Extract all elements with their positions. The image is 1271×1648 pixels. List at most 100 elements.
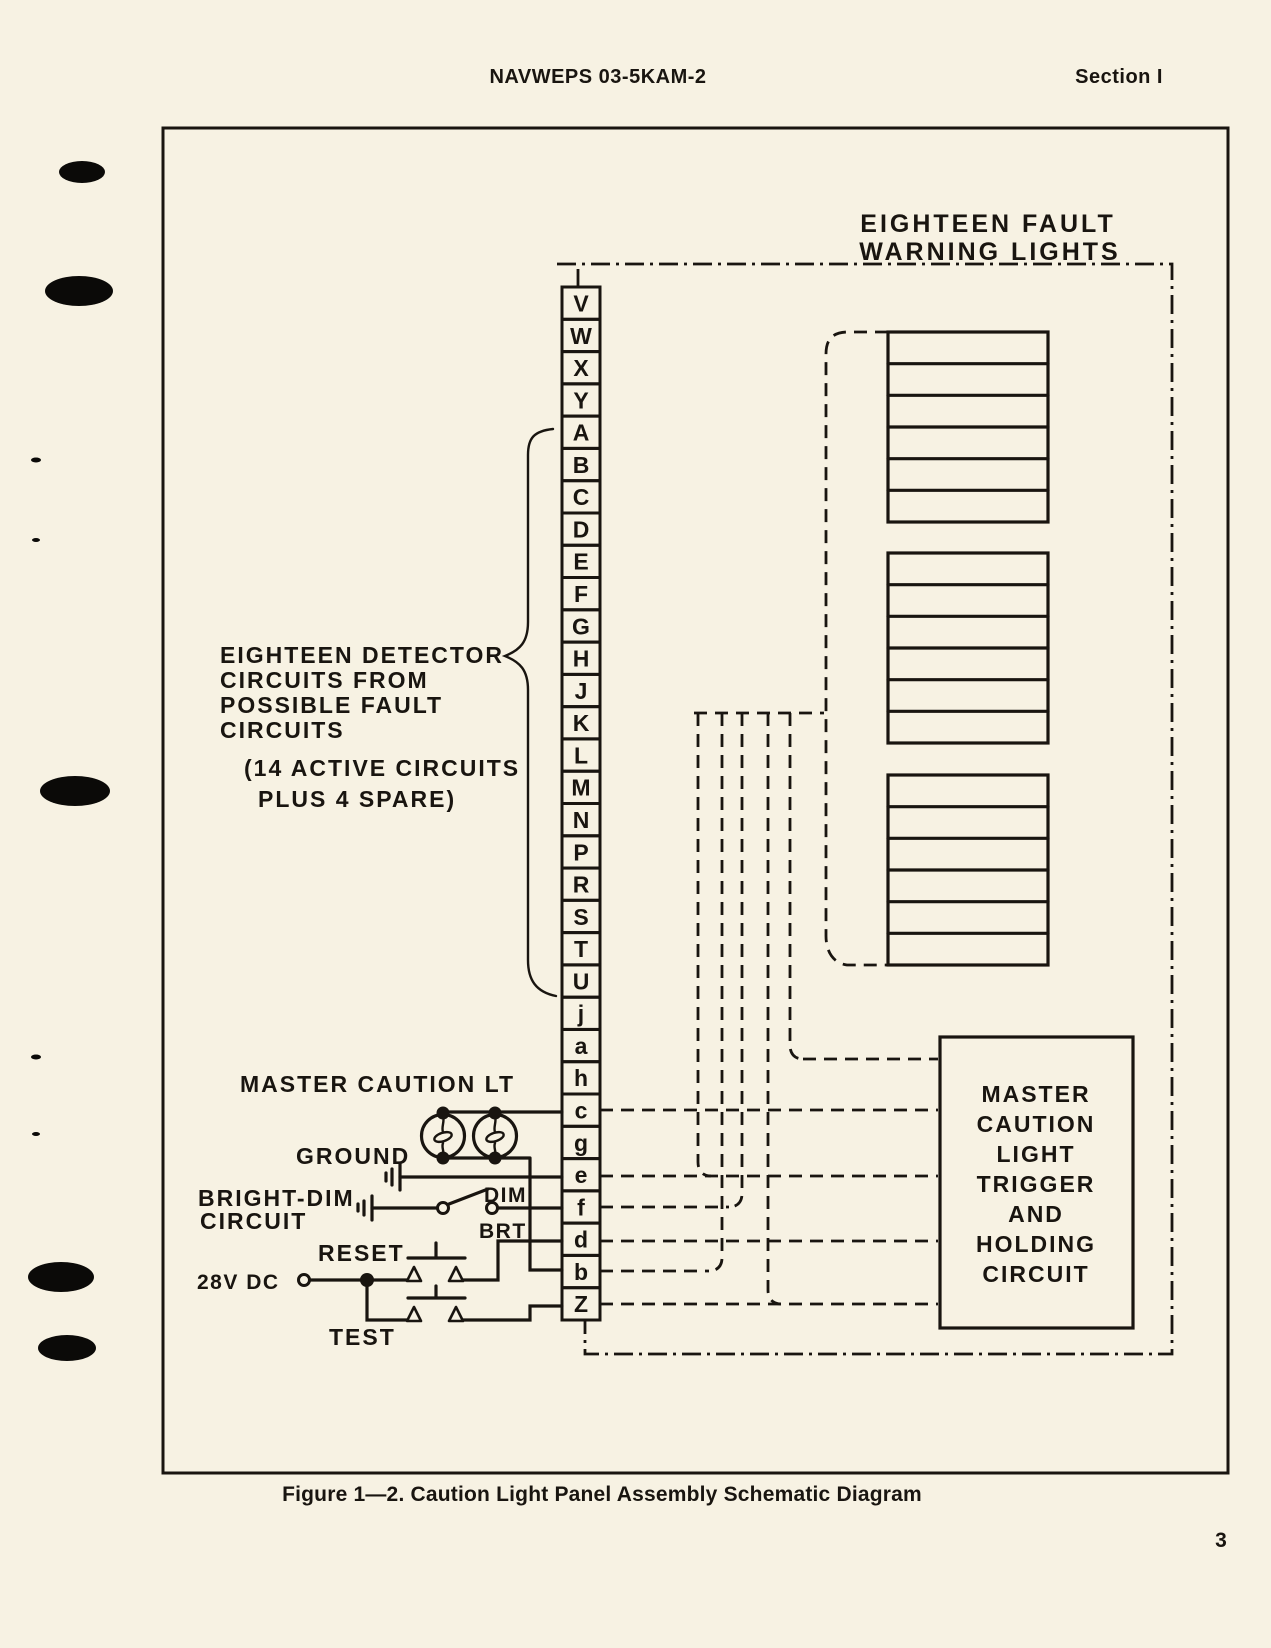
terminal-label-K: K [573,710,590,736]
lamp-filament [433,1130,453,1144]
junction-dot [436,1106,450,1120]
terminal-label-H: H [573,646,590,672]
lamp-filament [485,1130,505,1144]
punch-hole [28,1262,94,1292]
terminal-label-F: F [574,581,588,607]
page-number: 3 [1215,1529,1227,1552]
terminal-label-R: R [573,872,590,898]
panel-assembly-boundary [557,262,1174,1356]
registration-mark [32,1132,40,1136]
ground-symbol [356,1194,374,1222]
punch-holes [28,161,113,1361]
terminal-label-Y: Y [573,387,588,413]
junction-dot [488,1151,502,1165]
terminal-label-C: C [573,484,590,510]
junction-dot [488,1106,502,1120]
terminal-label-a: a [575,1033,588,1059]
dashed-wire-e [696,713,712,1178]
reset-test-circuit: 28V DC RESET TEST [197,1239,564,1350]
reset-contact [405,1265,423,1283]
bright-dim-label-line2: CIRCUIT [200,1208,307,1234]
dashed-wire-f [728,713,744,1209]
reset-button-actuator [406,1241,467,1260]
trigger-box-label: MASTER CAUTION LIGHT TRIGGER AND HOLDING… [976,1081,1096,1287]
trigger-box-line: TRIGGER [977,1171,1096,1197]
bright-dim-circuit: BRIGHT-DIM CIRCUIT DIM BRT [198,1184,564,1243]
detector-label-line: EIGHTEEN DETECTOR [220,642,504,668]
warning-light-groups [886,330,1050,967]
figure-border [161,126,1230,1475]
detector-note-line: PLUS 4 SPARE) [258,786,456,812]
terminal-label-Z: Z [574,1291,588,1317]
reset-contact [447,1265,465,1283]
doc-number: NAVWEPS 03-5KAM-2 [489,66,706,88]
terminal-label-f: f [577,1194,585,1220]
test-label: TEST [329,1324,396,1350]
punch-hole [45,276,113,306]
test-contact [447,1305,465,1323]
ground-symbol [384,1162,402,1192]
terminal-label-D: D [573,517,590,543]
terminal-label-U: U [573,968,590,994]
trigger-box-line: CIRCUIT [982,1261,1089,1287]
terminal-label-M: M [571,775,590,801]
detector-brace [501,427,558,998]
terminal-label-b: b [574,1259,588,1285]
test-button-actuator [406,1284,467,1300]
reset-output-wire [461,1239,564,1282]
test-contact [405,1305,423,1323]
terminal-label-T: T [574,936,588,962]
terminal-cell-Z [560,1286,602,1322]
trigger-box-line: LIGHT [997,1141,1076,1167]
ground-circuit: GROUND [296,1143,564,1192]
trigger-box-line: CAUTION [977,1111,1096,1137]
dashed-wire-trigger [788,713,804,1061]
registration-mark [31,1054,41,1060]
detector-label-line: CIRCUITS FROM [220,667,429,693]
test-output-wire [461,1304,564,1322]
terminal-label-G: G [572,613,590,639]
terminal-label-A: A [573,420,590,446]
bright-dim-label-line1: BRIGHT-DIM [198,1185,355,1211]
registration-mark [32,538,40,542]
terminal-label-g: g [574,1130,588,1156]
terminal-label-B: B [573,452,590,478]
fault-lights-label-line1: EIGHTEEN FAULT [860,210,1115,238]
punch-hole [59,161,105,183]
reset-label: RESET [318,1240,405,1266]
trigger-box-line: MASTER [981,1081,1090,1107]
terminal-label-e: e [575,1162,588,1188]
terminal-label-X: X [573,355,589,381]
dashed-wire-b [708,713,724,1273]
terminal-label-P: P [573,839,588,865]
trigger-box-line: AND [1008,1201,1064,1227]
lamp-bottom-wire [441,1156,564,1272]
dashed-wiring [600,711,938,1306]
fault-lights-label-line2: WARNING LIGHTS [859,238,1120,266]
punch-hole [38,1335,96,1361]
punch-hole [40,776,110,806]
trigger-box-line: HOLDING [976,1231,1096,1257]
terminal-label-E: E [573,549,588,575]
terminal-label-J: J [575,678,588,704]
dim-label: DIM [484,1184,527,1207]
registration-mark [31,457,41,463]
terminal-label-N: N [573,807,590,833]
test-feed-wire [365,1278,409,1322]
supply-terminal [297,1273,311,1287]
master-caution-lamp-circuit: MASTER CAUTION LT [240,1071,564,1272]
terminal-label-j: j [577,1001,584,1027]
master-caution-label: MASTER CAUTION LT [240,1071,515,1097]
lamp-filament-lead [441,1113,445,1159]
terminal-label-W: W [570,323,592,349]
lamp-filament-lead [493,1113,497,1159]
brt-label: BRT [479,1220,527,1243]
warning-lights-bracket [824,330,888,967]
detector-note-line: (14 ACTIVE CIRCUITS [244,755,520,781]
terminal-label-V: V [573,291,589,317]
terminal-label-c: c [575,1098,588,1124]
terminal-label-h: h [574,1065,588,1091]
